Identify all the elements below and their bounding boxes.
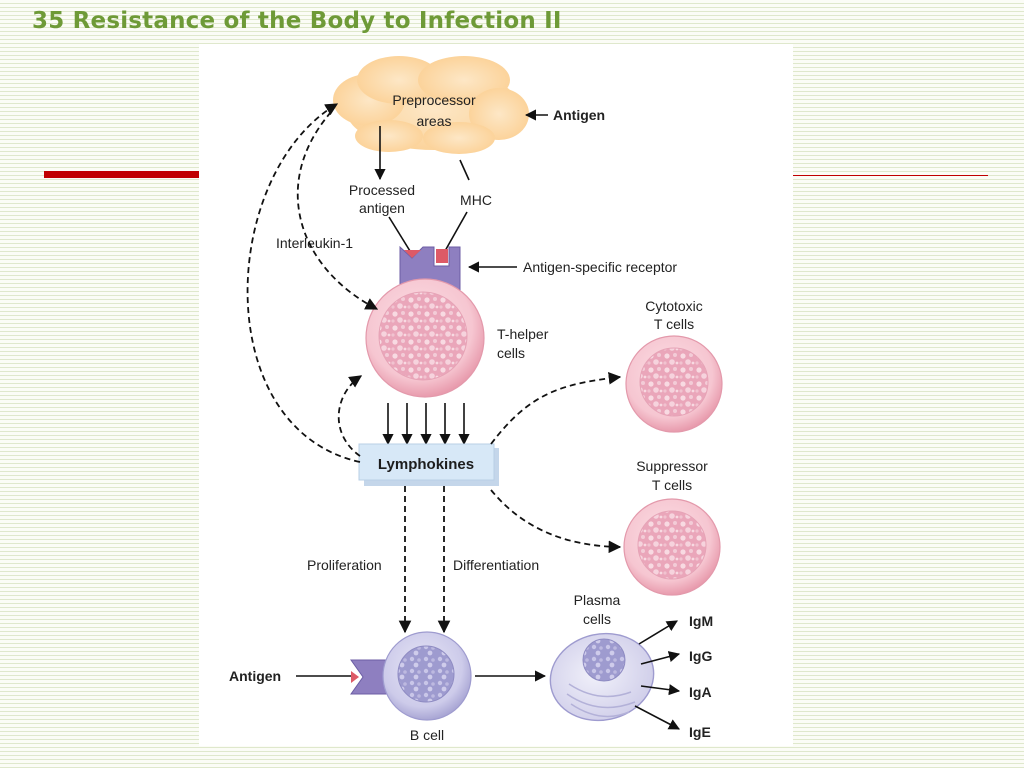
processed-antigen-pointer <box>388 216 411 252</box>
diagram-panel: Preprocessor areas Antigen Processed ant… <box>199 44 793 746</box>
b-cell-label: B cell <box>410 727 444 743</box>
b-cell <box>382 631 472 721</box>
preprocessor-label-line2: areas <box>416 113 451 129</box>
antigen-top-label: Antigen <box>553 107 605 123</box>
b-cell-receptor <box>350 659 388 695</box>
igg-label: IgG <box>689 648 712 664</box>
ige-arrow <box>634 705 680 730</box>
t-helper-label-line1: T-helper <box>497 326 549 342</box>
t-helper-cell <box>365 278 485 398</box>
interleukin-1-arrow <box>296 111 379 310</box>
suppressor-label-line1: Suppressor <box>636 458 708 474</box>
preprocessor-cloud <box>333 56 529 154</box>
preprocessor-label-line1: Preprocessor <box>392 92 476 108</box>
title-accent-rule-thick <box>44 171 200 178</box>
plasma-label-line2: cells <box>583 611 611 627</box>
processed-antigen-marker <box>404 250 421 258</box>
processed-antigen-line1: Processed <box>349 182 415 198</box>
lymphokines-label: Lymphokines <box>378 456 474 473</box>
mhc-link-line <box>459 159 470 181</box>
b-cell-antigen-marker <box>351 671 359 683</box>
igm-label: IgM <box>689 613 713 629</box>
t-helper-to-lymphokines-arrows <box>382 403 470 446</box>
cytotoxic-label-line2: T cells <box>654 316 694 332</box>
proliferation-label: Proliferation <box>307 557 382 573</box>
lymphokines-to-t-helper-arrow <box>337 375 363 457</box>
suppressor-label-line2: T cells <box>652 477 692 493</box>
ige-label: IgE <box>689 724 711 740</box>
lymphokines-to-cytotoxic-arrow <box>490 372 622 445</box>
iga-label: IgA <box>689 684 712 700</box>
mhc-pointer <box>444 211 468 252</box>
plasma-label-line1: Plasma <box>574 592 621 608</box>
antigen-bottom-label: Antigen <box>229 668 281 684</box>
slide-title: 35 Resistance of the Body to Infection I… <box>32 8 562 34</box>
plasma-cell <box>549 632 655 722</box>
igm-arrow <box>638 620 678 645</box>
receptor-label: Antigen-specific receptor <box>523 259 677 275</box>
interleukin-label: Interleukin-1 <box>276 235 353 251</box>
t-helper-label-line2: cells <box>497 345 525 361</box>
differentiation-label: Differentiation <box>453 557 539 573</box>
mhc-marker <box>436 249 448 263</box>
igg-arrow <box>640 651 681 665</box>
cytotoxic-t-cell <box>625 335 723 433</box>
processed-antigen-line2: antigen <box>359 200 405 216</box>
title-accent-rule-thin <box>792 175 988 176</box>
suppressor-t-cell <box>623 498 721 596</box>
iga-arrow <box>640 684 681 696</box>
lymphokines-to-suppressor-arrow <box>490 489 622 554</box>
immune-response-diagram: Preprocessor areas Antigen Processed ant… <box>229 56 723 743</box>
cytotoxic-label-line1: Cytotoxic <box>645 298 703 314</box>
mhc-label: MHC <box>460 192 492 208</box>
